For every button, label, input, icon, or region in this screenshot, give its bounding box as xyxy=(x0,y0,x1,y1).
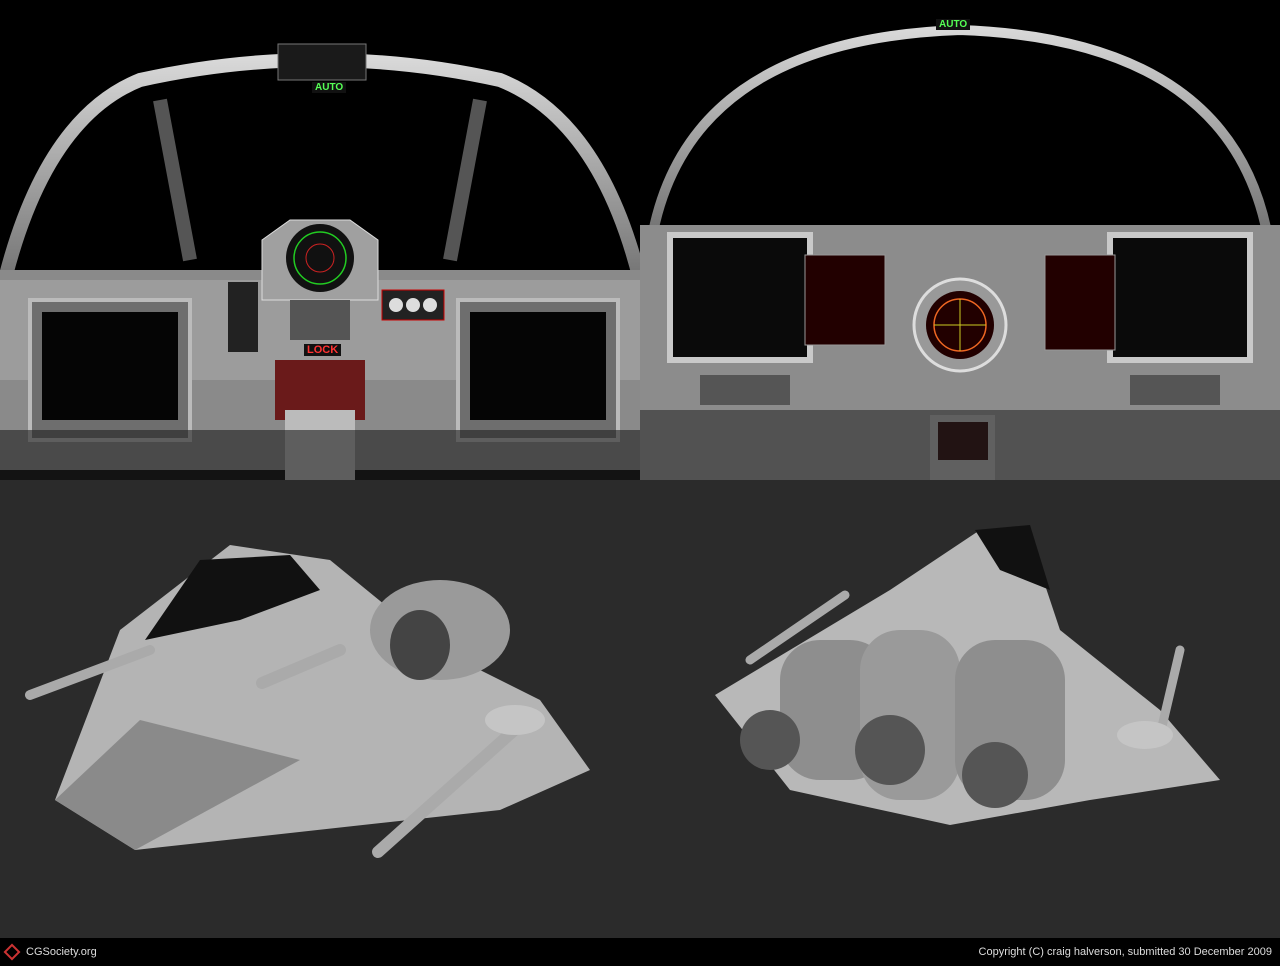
ship-model-renders xyxy=(0,480,1280,938)
auto-indicator: AUTO xyxy=(936,19,971,30)
cockpit-wide-illustration xyxy=(640,24,1280,480)
cockpit-front-illustration xyxy=(0,43,647,480)
site-name: CGSociety.org xyxy=(26,946,97,958)
cgsociety-logo-icon xyxy=(3,943,21,961)
cockpit-render-wide: AUTO xyxy=(640,0,1280,480)
ship-side-view xyxy=(25,545,590,858)
footer-bar: CGSociety.org Copyright (C) craig halver… xyxy=(0,938,1280,966)
lock-indicator: LOCK xyxy=(304,344,342,356)
auto-indicator: AUTO xyxy=(312,82,347,93)
copyright-text: Copyright (C) craig halverson, submitted… xyxy=(978,946,1272,958)
cockpit-render-front: AUTO LOCK xyxy=(0,0,647,480)
ship-models-illustration xyxy=(25,525,1220,858)
ship-rear-view xyxy=(715,525,1220,825)
